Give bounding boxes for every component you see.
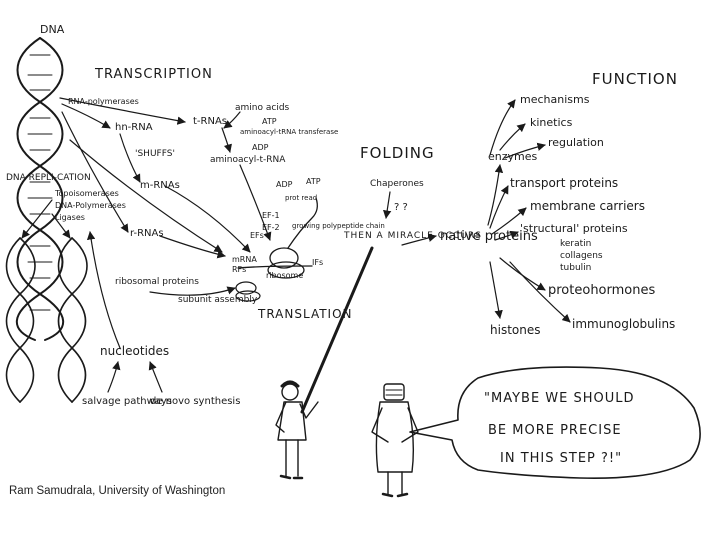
author-credit: Ram Samudrala, University of Washington bbox=[9, 485, 225, 497]
hn-rna-label: hn-RNA bbox=[115, 122, 153, 133]
ifs-label: IFs bbox=[312, 258, 323, 267]
immunoglobulins-label: immunoglobulins bbox=[572, 317, 675, 331]
scientist-pointing-icon bbox=[276, 382, 318, 478]
subunit-assembly-label: subunit assembly bbox=[178, 295, 258, 305]
dna-label: DNA bbox=[40, 23, 65, 36]
chaperones-label: Chaperones bbox=[370, 179, 424, 189]
nucleotides-label: nucleotides bbox=[100, 344, 169, 358]
atp-ribosome-label: ATP bbox=[306, 177, 321, 186]
ribosomal-proteins-label: ribosomal proteins bbox=[115, 277, 199, 287]
tubulin-label: tubulin bbox=[560, 263, 591, 273]
speech-bubble: "MAYBE WE SHOULD BE MORE PRECISE IN THIS… bbox=[410, 367, 700, 478]
regulation-label: regulation bbox=[548, 136, 604, 149]
transport-proteins-label: transport proteins bbox=[510, 176, 618, 190]
mrna-label: mRNA bbox=[232, 255, 257, 264]
amino-acids-label: amino acids bbox=[235, 103, 290, 113]
adp-ribosome-label: ADP bbox=[276, 180, 293, 189]
atp-top-label: ATP bbox=[262, 117, 277, 126]
translation-heading: TRANSLATION bbox=[257, 307, 353, 321]
efs-label: EFs bbox=[250, 231, 264, 240]
speech-line-2: BE MORE PRECISE bbox=[488, 423, 622, 438]
de-novo-synthesis-label: de novo synthesis bbox=[150, 396, 240, 407]
collagens-label: collagens bbox=[560, 251, 603, 261]
dna-polymerases-label: DNA-Polymerases bbox=[55, 201, 126, 210]
speech-line-1: "MAYBE WE SHOULD bbox=[484, 391, 635, 406]
pointer-stick bbox=[302, 248, 372, 412]
aminoacyl-trna-label: aminoacyl-t-RNA bbox=[210, 155, 286, 165]
m-rnas-label: m-RNAs bbox=[140, 180, 180, 191]
adp-top-label: ADP bbox=[252, 143, 269, 152]
scientist-skeptical-icon bbox=[372, 384, 418, 496]
function-heading: FUNCTION bbox=[592, 70, 678, 88]
keratin-label: keratin bbox=[560, 239, 591, 249]
speech-line-3: IN THIS STEP ?!" bbox=[500, 451, 622, 466]
histones-label: histones bbox=[490, 323, 540, 337]
transcription-heading: TRANSCRIPTION bbox=[94, 67, 213, 82]
membrane-carriers-label: membrane carriers bbox=[530, 199, 645, 213]
proteohormones-label: proteohormones bbox=[548, 283, 655, 298]
question-marks: ? ? bbox=[394, 202, 408, 213]
structural-proteins-label: 'structural' proteins bbox=[520, 222, 628, 235]
dna-helix-left-copy-icon bbox=[7, 238, 36, 402]
enzymes-label: enzymes bbox=[488, 150, 538, 163]
aminoacyl-trna-transferase-label: aminoacyl-tRNA transferase bbox=[240, 128, 338, 136]
ef1-label: EF-1 bbox=[262, 211, 280, 220]
mechanisms-label: mechanisms bbox=[520, 93, 590, 106]
growing-chain-label: growing polypeptide chain bbox=[292, 222, 385, 230]
rfs-label: RFs bbox=[232, 265, 246, 274]
ligases-label: Ligases bbox=[55, 213, 85, 222]
kinetics-label: kinetics bbox=[530, 116, 573, 129]
folding-heading: FOLDING bbox=[360, 144, 435, 162]
r-rnas-label: r-RNAs bbox=[130, 228, 164, 239]
dna-replication-label: DNA REPLI-CATION bbox=[6, 173, 91, 183]
trnas-top-label: t-RNAs bbox=[193, 116, 227, 127]
topoisomerases-label: Topoisomerases bbox=[54, 189, 119, 198]
splicing-label: 'SHUFFS' bbox=[135, 149, 175, 159]
proofreading-label: prot read bbox=[285, 194, 317, 202]
